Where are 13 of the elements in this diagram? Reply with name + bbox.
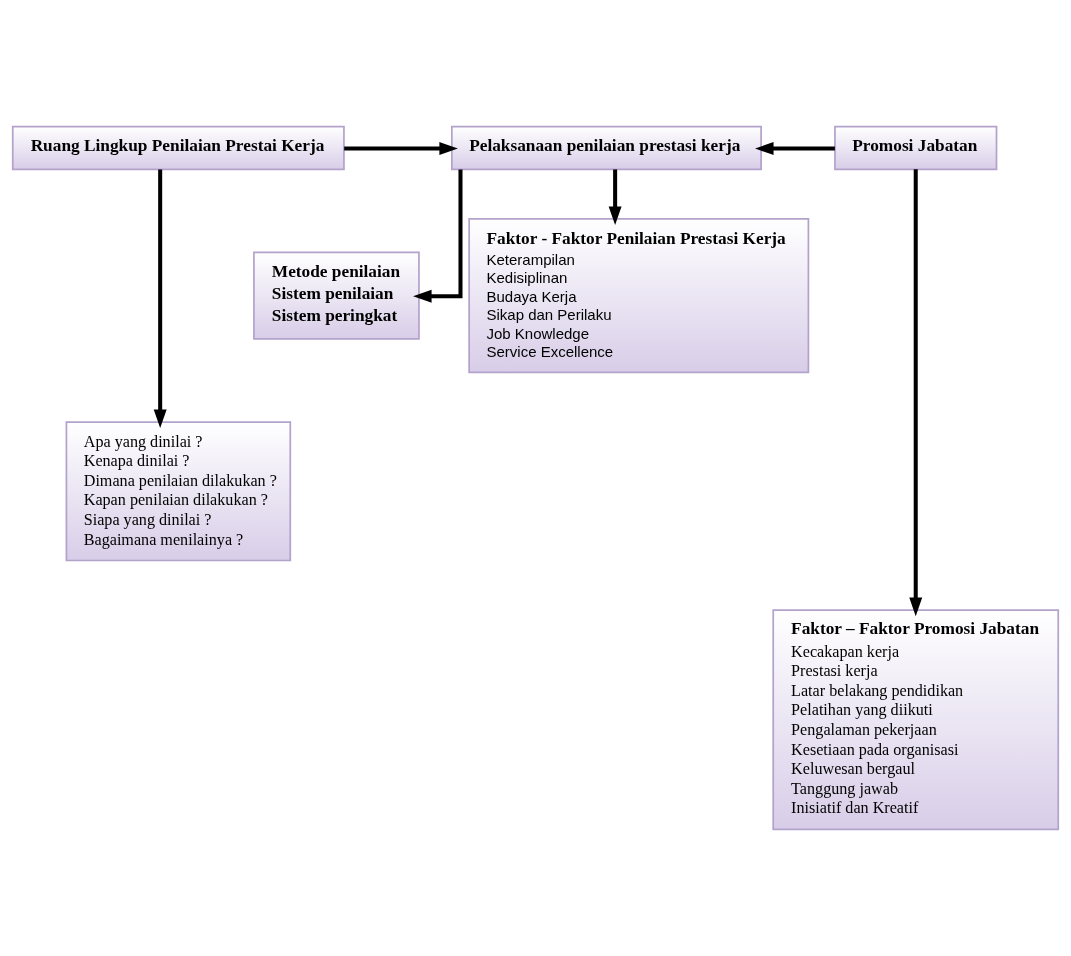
node-box: Promosi Jabatan — [834, 125, 998, 171]
arrow — [755, 142, 835, 156]
node-box: Apa yang dinilai ? Kenapa dinilai ? Dimana penilaian dilakukan ? Kapan penilaian dilakukan ? Siapa yang dinilai ? Bagaimana menilainya ? — [65, 421, 292, 562]
node-box: Pelaksanaan penilaian prestasi kerja — [450, 125, 762, 171]
arrow — [608, 169, 622, 225]
arrow — [909, 169, 923, 617]
node-box: Faktor - Faktor Penilaian Prestasi Kerja Keterampilan Kedisiplinan Budaya Kerja Sikap dan Perilaku Job Knowledge Service Excellence — [468, 218, 810, 374]
node-box: Ruang Lingkup Penilaian Prestai Kerja — [11, 125, 345, 171]
arrow — [413, 169, 463, 303]
node-box: Metode penilaian Sistem penilaian Sistem peringkat — [253, 251, 420, 340]
arrow — [153, 169, 167, 428]
arrow — [344, 142, 458, 156]
node-box: Faktor – Faktor Promosi Jabatan Kecakapan kerja Prestasi kerja Latar belakang pendidikan Pelatihan yang diikuti Pengalaman pekerjaan Kesetiaan pada organisasi Keluwesan bergaul Tanggung jawab Inisiatif dan Kreatif — [772, 609, 1060, 831]
